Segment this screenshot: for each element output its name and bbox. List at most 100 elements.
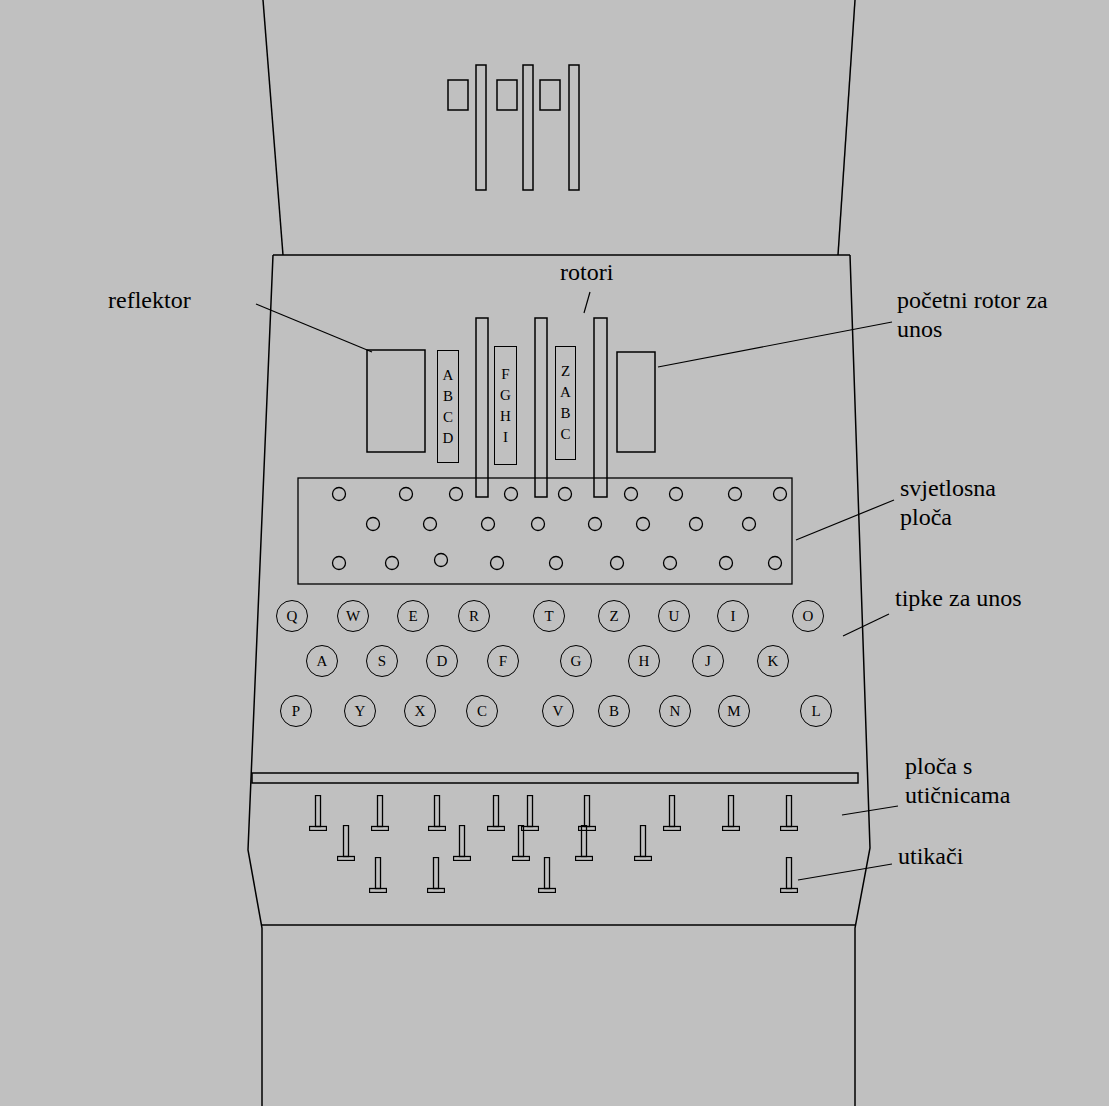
lamp: [550, 557, 563, 570]
key-letter: V: [553, 704, 564, 719]
key-letter: L: [811, 704, 820, 719]
case-top: [273, 254, 850, 256]
key-button: E: [397, 600, 429, 632]
lamp: [424, 518, 437, 531]
key-letter: U: [669, 609, 680, 624]
plug: [635, 826, 652, 861]
entry-rotor-box: [617, 352, 655, 452]
lid-rotor-window: [497, 80, 517, 110]
key-letter: R: [469, 609, 479, 624]
key-button: V: [542, 695, 574, 727]
key-letter: H: [639, 654, 650, 669]
lamp: [690, 518, 703, 531]
lamp: [559, 488, 572, 501]
plug: [428, 858, 445, 893]
plug: [576, 826, 593, 861]
lamp: [729, 488, 742, 501]
key-button: Y: [344, 695, 376, 727]
key-button: R: [458, 600, 490, 632]
lamp: [482, 518, 495, 531]
lamp-panel: [298, 478, 792, 584]
key-letter: B: [609, 704, 619, 719]
lamp: [367, 518, 380, 531]
leader-line: [842, 806, 898, 815]
lamp: [625, 488, 638, 501]
key-letter: Y: [355, 704, 366, 719]
key-button: C: [466, 695, 498, 727]
key-letter: G: [571, 654, 582, 669]
lamp: [664, 557, 677, 570]
lid-rotors: [448, 65, 579, 190]
key-button: A: [306, 645, 338, 677]
key-button: J: [692, 645, 724, 677]
key-letter: O: [803, 609, 814, 624]
plug: [781, 796, 798, 831]
key-letter: T: [544, 609, 553, 624]
key-letter: M: [727, 704, 740, 719]
key-letter: E: [408, 609, 417, 624]
lamp: [769, 557, 782, 570]
lid-rotor-window: [540, 80, 560, 110]
lamp: [774, 488, 787, 501]
leader-line: [843, 614, 889, 636]
lamp: [589, 518, 602, 531]
part-label: reflektor: [108, 286, 191, 315]
lamp: [720, 557, 733, 570]
key-button: L: [800, 695, 832, 727]
plug: [488, 796, 505, 831]
lamp: [532, 518, 545, 531]
key-button: X: [404, 695, 436, 727]
leader-line: [256, 304, 372, 352]
lamp: [333, 557, 346, 570]
rotor-window: A B C D: [437, 350, 459, 463]
case-side: [248, 255, 273, 1106]
key-letter: Q: [287, 609, 298, 624]
lid-rotor-bar: [523, 65, 533, 190]
panel-bar: [252, 773, 858, 783]
key-letter: S: [378, 654, 386, 669]
key-button: G: [560, 645, 592, 677]
lamp: [743, 518, 756, 531]
key-letter: Z: [609, 609, 618, 624]
key-button: U: [658, 600, 690, 632]
plug: [310, 796, 327, 831]
plug: [429, 796, 446, 831]
plug: [454, 826, 471, 861]
key-button: O: [792, 600, 824, 632]
leader-lines: [256, 292, 898, 880]
plug: [370, 858, 387, 893]
lid-edge: [838, 0, 855, 255]
lid-rotor-bar: [569, 65, 579, 190]
lamp: [450, 488, 463, 501]
rotor-letters: F G H I: [495, 364, 516, 448]
plugboard: [310, 796, 798, 893]
key-button: M: [718, 695, 750, 727]
plug: [338, 826, 355, 861]
key-letter: W: [346, 609, 360, 624]
key-button: H: [628, 645, 660, 677]
key-letter: A: [317, 654, 328, 669]
leader-line: [796, 500, 894, 540]
part-label: tipke za unos: [895, 584, 1022, 613]
case-bottom: [262, 924, 855, 926]
lamp: [400, 488, 413, 501]
case-side: [850, 255, 870, 1106]
rotor-assembly: [367, 318, 655, 497]
key-button: Z: [598, 600, 630, 632]
lid-edge: [263, 0, 283, 255]
key-letter: F: [499, 654, 507, 669]
rotor-window: F G H I: [494, 346, 517, 465]
key-letter: J: [705, 654, 711, 669]
rotor-letters: Z A B C: [556, 361, 575, 445]
key-button: F: [487, 645, 519, 677]
plug: [664, 796, 681, 831]
lamp: [670, 488, 683, 501]
case-outline: [248, 0, 870, 1106]
key-letter: X: [415, 704, 426, 719]
key-button: S: [366, 645, 398, 677]
lamp: [505, 488, 518, 501]
key-button: K: [757, 645, 789, 677]
key-letter: K: [768, 654, 779, 669]
